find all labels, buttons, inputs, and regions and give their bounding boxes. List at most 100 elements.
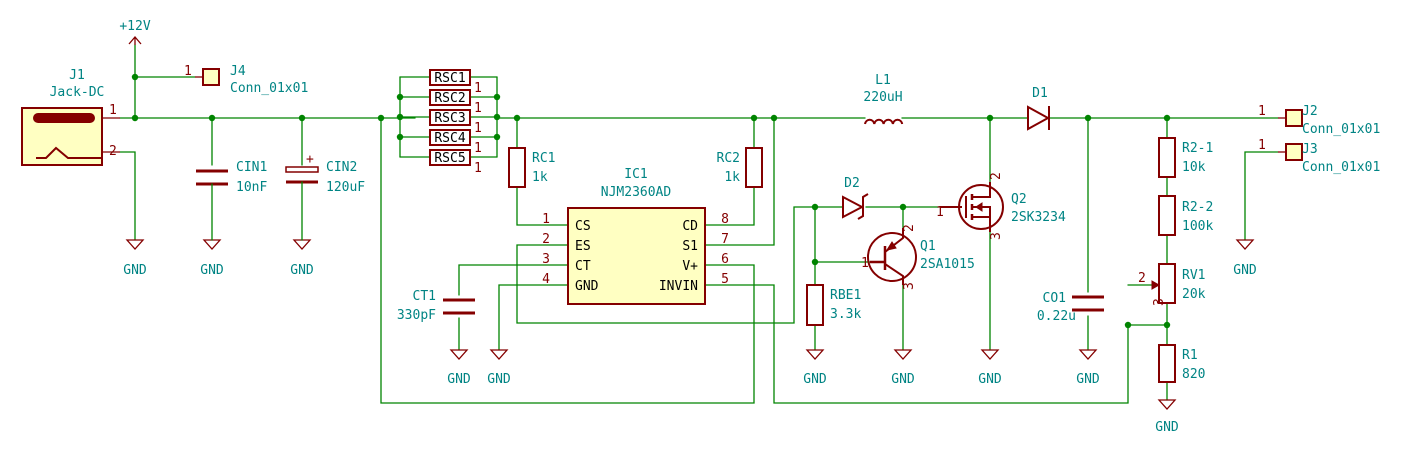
gnd-symbol xyxy=(449,349,469,360)
ic1-pin-num: 6 xyxy=(721,252,729,267)
q2-ref: Q2 xyxy=(1011,192,1027,207)
j3-connector: 1 J3 Conn_01x01 xyxy=(1258,138,1380,175)
q2-pin2: 2 xyxy=(989,172,1004,180)
vcc-label: +12V xyxy=(119,19,150,34)
ct1-capacitor: CT1 330pF xyxy=(397,289,475,323)
junction-dot xyxy=(493,133,501,141)
j1-barrel xyxy=(33,113,95,123)
gnd-label: GND xyxy=(803,372,827,387)
ic1-pin-name: S1 xyxy=(682,239,698,254)
rv1-potentiometer: 2 3 RV1 20k xyxy=(1138,263,1206,306)
l1-value: 220uH xyxy=(863,90,902,105)
junction-dot xyxy=(1163,321,1171,329)
rc1-resistor: RC1 1k xyxy=(508,147,555,188)
j4-value: Conn_01x01 xyxy=(230,81,308,96)
rsc5-ref: RSC5 xyxy=(434,151,465,166)
rsc5-pin: 1 xyxy=(474,161,482,176)
cin2-polarity: + xyxy=(306,152,314,167)
j1-dc-jack: J1 Jack-DC 1 2 xyxy=(21,68,120,166)
co1-capacitor: CO1 0.22u xyxy=(1037,291,1104,324)
ic1-pin-name: CD xyxy=(682,219,698,234)
ct1-ref: CT1 xyxy=(413,289,436,304)
j4-ref: J4 xyxy=(230,64,246,79)
j4-body xyxy=(202,68,220,86)
q2-mosfet: 1 2 3 Q2 2SK3234 xyxy=(936,172,1066,240)
rv1-ref: RV1 xyxy=(1182,268,1205,283)
q1-pnp-transistor: 1 2 3 Q1 2SA1015 xyxy=(861,224,975,290)
junction-dot xyxy=(298,114,306,122)
r1-ref: R1 xyxy=(1182,348,1198,363)
gnd-symbol xyxy=(125,239,145,250)
gnd-label: GND xyxy=(1076,372,1100,387)
gnd-label: GND xyxy=(123,263,147,278)
gnd-symbol xyxy=(805,349,825,360)
ct1-value: 330pF xyxy=(397,308,436,323)
d1-ref: D1 xyxy=(1032,86,1048,101)
q1-ref: Q1 xyxy=(920,239,936,254)
junction-dot xyxy=(377,114,385,122)
junction-dot xyxy=(811,203,819,211)
junction-dot xyxy=(208,114,216,122)
gnd-symbol xyxy=(893,349,913,360)
junction-dot xyxy=(396,113,404,121)
rsc3-body xyxy=(429,109,471,126)
rc2-ref: RC2 xyxy=(717,151,740,166)
r2-2-resistor: R2-2 100k xyxy=(1158,195,1213,236)
junction-dot xyxy=(131,73,139,81)
j2-value: Conn_01x01 xyxy=(1302,122,1380,137)
cin1-capacitor: CIN1 10nF xyxy=(196,160,267,241)
gnd-symbol xyxy=(1078,349,1098,360)
j1-switch xyxy=(36,146,102,159)
r2-1-resistor: R2-1 10k xyxy=(1158,137,1213,178)
r1-value: 820 xyxy=(1182,367,1205,382)
junction-dot xyxy=(899,203,907,211)
gnd-label: GND xyxy=(487,372,511,387)
l1-inductor: L1 220uH xyxy=(863,73,904,125)
j2-pin1: 1 xyxy=(1258,104,1266,119)
r2-1-value: 10k xyxy=(1182,160,1206,175)
cin2-capacitor: + CIN2 120uF xyxy=(285,152,365,241)
junction-dot xyxy=(396,93,404,101)
gnd-symbol xyxy=(1235,239,1255,250)
junction-dot xyxy=(986,114,994,122)
rsc4-ref: RSC4 xyxy=(434,131,465,146)
gnd-symbol xyxy=(489,349,509,360)
ic1-pin-num: 5 xyxy=(721,272,729,287)
cin1-ref: CIN1 xyxy=(236,160,267,175)
rc1-ref: RC1 xyxy=(532,151,555,166)
ic1-pin-name: V+ xyxy=(682,259,698,274)
ic1-pin-name: ES xyxy=(575,239,591,254)
rsc1-pin: 1 xyxy=(474,81,482,96)
ic1-pin-num: 7 xyxy=(721,232,729,247)
junction-dot xyxy=(750,114,758,122)
q1-pin3: 3 xyxy=(902,282,917,290)
r2-1-ref: R2-1 xyxy=(1182,141,1213,156)
j2-connector: 1 J2 Conn_01x01 xyxy=(1258,104,1380,137)
r2-2-ref: R2-2 xyxy=(1182,200,1213,215)
ic1-pin-name: CT xyxy=(575,259,591,274)
rsc3-ref: RSC3 xyxy=(434,111,465,126)
gnd-label: GND xyxy=(891,372,915,387)
r1-resistor: R1 820 xyxy=(1158,344,1205,383)
ic1-body xyxy=(567,207,706,305)
r2-2-value: 100k xyxy=(1182,219,1213,234)
ic1-pin-name: CS xyxy=(575,219,591,234)
junction-dot xyxy=(1163,114,1171,122)
junction-dot xyxy=(396,133,404,141)
j4-pin1: 1 xyxy=(184,64,192,79)
gnd-symbol xyxy=(292,239,312,250)
gnd-label: GND xyxy=(290,263,314,278)
rbe1-resistor: RBE1 3.3k xyxy=(806,284,861,326)
rsc3-pin: 1 xyxy=(474,121,482,136)
rv1-value: 20k xyxy=(1182,287,1206,302)
vcc-symbol xyxy=(128,36,142,45)
rsc2-body xyxy=(429,89,471,106)
q1-pin1: 1 xyxy=(861,256,869,271)
junction-dot xyxy=(811,258,819,266)
junction-dot xyxy=(770,114,778,122)
ic1-pin-num: 3 xyxy=(542,252,550,267)
rsc5-body xyxy=(429,149,471,166)
cin2-ref: CIN2 xyxy=(326,160,357,175)
ic1-pin-name: GND xyxy=(575,279,599,294)
